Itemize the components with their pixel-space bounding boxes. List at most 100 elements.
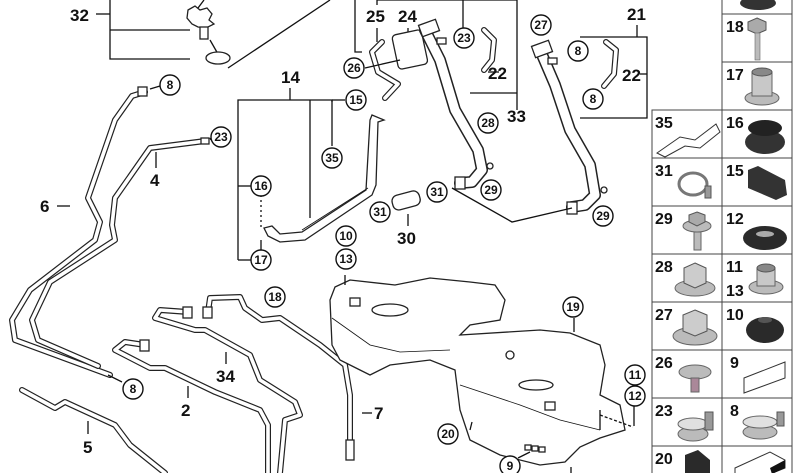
grid-cell-grommet-top[interactable] [721, 0, 793, 15]
grid-cell-8[interactable]: 8 [721, 397, 793, 447]
grid-cell-28[interactable]: 28 [651, 253, 723, 303]
grid-cell-17[interactable]: 17 [721, 61, 793, 111]
label-6: 6 [40, 197, 49, 216]
label-21: 21 [627, 5, 646, 24]
part-group-21 [580, 25, 648, 119]
svg-text:11: 11 [726, 259, 743, 276]
part-group-24-25 [354, 0, 518, 110]
grid-cell-12[interactable]: 12 [721, 205, 793, 255]
filler-pipe-28[interactable] [417, 18, 494, 190]
svg-text:15: 15 [349, 93, 363, 107]
callout-10[interactable]: 10 [335, 225, 357, 247]
svg-text:26: 26 [655, 355, 673, 372]
label-34: 34 [216, 367, 235, 386]
vent-hose-22a[interactable] [436, 27, 497, 73]
svg-text:18: 18 [268, 290, 282, 304]
part-group-32 [96, 0, 331, 69]
svg-text:27: 27 [534, 18, 548, 32]
fuel-line-5[interactable] [19, 387, 168, 473]
label-14: 14 [281, 68, 300, 87]
svg-text:20: 20 [441, 427, 455, 441]
callout-35[interactable]: 35 [321, 147, 343, 169]
callout-19[interactable]: 19 [562, 296, 584, 318]
fuel-line-6[interactable] [9, 86, 148, 378]
grid-cell-11-13[interactable]: 11 13 [721, 253, 793, 303]
callout-29[interactable]: 29 [480, 179, 502, 201]
grid-cell-26[interactable]: 26 [651, 349, 723, 399]
callout-12[interactable]: 12 [624, 385, 646, 407]
grid-cell-29[interactable]: 29 [651, 205, 723, 255]
svg-text:23: 23 [214, 130, 228, 144]
tank-strap-part[interactable] [263, 114, 386, 243]
fuel-line-2[interactable] [112, 339, 271, 473]
fuel-line-4[interactable] [29, 137, 210, 369]
callout-20[interactable]: 20 [437, 423, 459, 445]
svg-text:12: 12 [628, 389, 642, 403]
svg-text:8: 8 [590, 92, 597, 106]
grid-cell-9[interactable]: 9 [721, 349, 793, 399]
callout-26[interactable]: 26 [343, 57, 365, 79]
svg-text:10: 10 [339, 229, 353, 243]
svg-text:26: 26 [347, 61, 361, 75]
callout-8[interactable]: 8 [582, 88, 604, 110]
grid-cell-31[interactable]: 31 [651, 157, 723, 207]
label-33: 33 [507, 107, 526, 126]
svg-text:16: 16 [726, 115, 744, 132]
callout-11[interactable]: 11 [624, 364, 646, 386]
callout-9[interactable]: 9 [499, 455, 521, 473]
grid-cell-20[interactable]: 20 [651, 445, 723, 473]
o-ring-part[interactable] [205, 51, 231, 65]
grid-cell-23[interactable]: 23 [651, 397, 723, 447]
callout-28[interactable]: 28 [477, 112, 499, 134]
callout-23[interactable]: 23 [453, 27, 475, 49]
svg-text:31: 31 [373, 205, 387, 219]
callout-15[interactable]: 15 [345, 89, 367, 111]
callout-27[interactable]: 27 [530, 14, 552, 36]
svg-text:13: 13 [339, 252, 353, 266]
callout-16[interactable]: 16 [250, 175, 272, 197]
svg-text:35: 35 [655, 115, 673, 132]
label-30: 30 [397, 229, 416, 248]
grid-cell-27[interactable]: 27 [651, 301, 723, 351]
svg-text:17: 17 [254, 253, 268, 267]
svg-text:23: 23 [457, 31, 471, 45]
svg-text:8: 8 [167, 78, 174, 92]
label-5: 5 [83, 438, 92, 457]
callout-8[interactable]: 8 [122, 378, 144, 400]
callout-31[interactable]: 31 [369, 201, 391, 223]
grid-cell-18[interactable]: 18 [721, 13, 793, 63]
svg-text:29: 29 [655, 211, 673, 228]
svg-text:17: 17 [726, 67, 744, 84]
callout-23[interactable]: 23 [210, 126, 232, 148]
callouts: 8 23 26 23 27 8 8 15 35 28 16 17 31 31 2… [122, 14, 646, 473]
grid-cell-16[interactable]: 16 [721, 109, 793, 159]
carbon-canister-part[interactable] [391, 29, 429, 70]
grid-cell-10[interactable]: 10 [721, 301, 793, 351]
rubber-sleeve-30[interactable] [391, 190, 422, 212]
grid-cell-foam-pad[interactable] [721, 445, 793, 473]
callout-17[interactable]: 17 [250, 249, 272, 271]
fuel-tank-part[interactable] [329, 277, 634, 466]
lock-cap-part[interactable] [186, 0, 219, 55]
grid-cell-35[interactable]: 35 [651, 109, 723, 159]
svg-text:28: 28 [481, 116, 495, 130]
svg-text:9: 9 [507, 459, 514, 473]
callout-13[interactable]: 13 [335, 248, 357, 270]
label-2: 2 [181, 401, 190, 420]
callout-18[interactable]: 18 [264, 286, 286, 308]
parts-grid: 18 17 16 15 12 [651, 0, 793, 473]
vent-hose-22b[interactable] [601, 39, 619, 89]
label-25: 25 [366, 7, 385, 26]
callout-31[interactable]: 31 [426, 181, 448, 203]
grid-cell-15[interactable]: 15 [721, 157, 793, 207]
svg-text:13: 13 [726, 283, 744, 300]
svg-text:18: 18 [726, 19, 744, 36]
svg-text:8: 8 [130, 382, 137, 396]
callout-8[interactable]: 8 [567, 40, 589, 62]
label-32: 32 [70, 6, 89, 25]
callout-8[interactable]: 8 [159, 74, 181, 96]
filler-pipe-27[interactable] [530, 39, 608, 215]
fuel-line-34[interactable] [152, 294, 355, 473]
callout-29[interactable]: 29 [592, 205, 614, 227]
